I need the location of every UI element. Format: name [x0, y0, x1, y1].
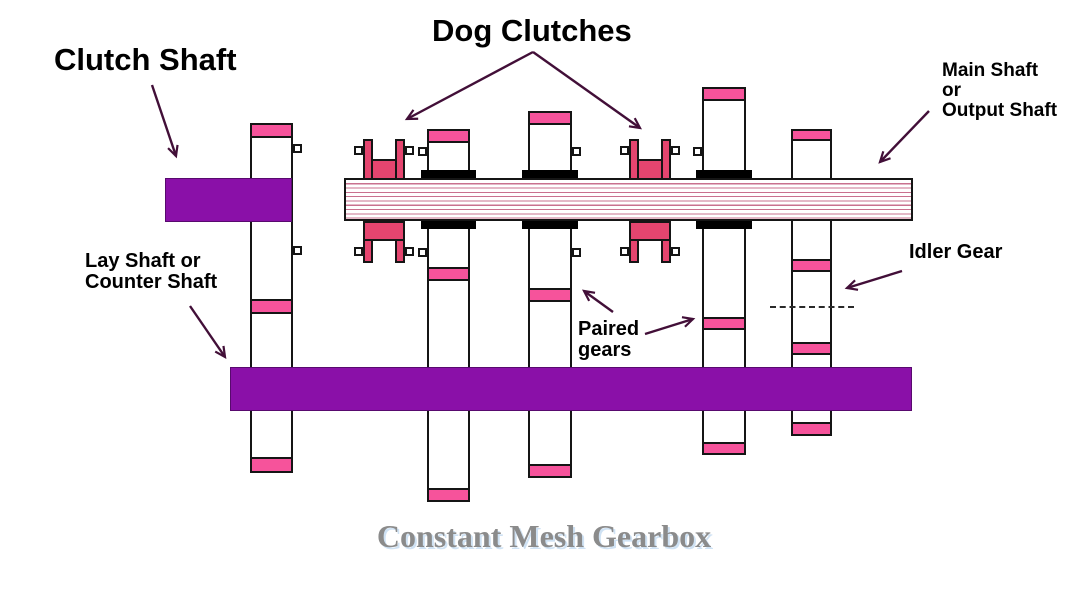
idler-gear-bottom-band	[791, 422, 832, 436]
paired-gears-left-arrow	[582, 289, 614, 313]
idler-gear-arrow	[844, 269, 903, 291]
gear-2-upper-tab	[418, 147, 427, 156]
dog-clutch-2-upper-left-tab	[620, 146, 629, 155]
idler-gear-label: Idler Gear	[909, 241, 1003, 263]
dog-clutch-2-lower-left-tab	[620, 247, 629, 256]
dog-clutch-2-lower-right-tab	[671, 247, 680, 256]
gear-3-bottom-band	[528, 464, 572, 478]
lay-shaft-label-line1: Lay Shaft or	[85, 250, 201, 272]
paired-gears-label: Paired gears	[578, 319, 639, 361]
main-shaft-arrow	[878, 110, 930, 164]
clutch-shaft	[165, 178, 292, 222]
dog-clutch-1-upper-right-tab	[405, 146, 414, 155]
paired-gears-label-line2: gears	[578, 339, 632, 361]
gear-4-top-band	[702, 87, 746, 101]
gear-1-lower-tab	[293, 246, 302, 255]
dog-clutch-1-lower-right-tab	[405, 247, 414, 256]
dog-clutch-2-upper-right-tab	[671, 146, 680, 155]
gear-1-mid-band	[250, 299, 293, 314]
dog-clutch-1-lower-right-arm	[395, 239, 405, 263]
gear-1-bottom-band	[250, 457, 293, 473]
dog-clutch-2-upper-right-arm	[661, 139, 671, 180]
main-shaft-label-line3: Output Shaft	[942, 100, 1058, 121]
dog-clutch-1-upper-left-tab	[354, 146, 363, 155]
dog-clutches-label: Dog Clutches	[432, 13, 632, 48]
main-output-shaft	[344, 178, 913, 221]
gear-4-bottom-band	[702, 442, 746, 455]
gear-2-bottom-band	[427, 488, 470, 502]
diagram-title: Constant Mesh Gearbox	[376, 518, 712, 554]
dog-clutch-2-lower-right-arm	[661, 239, 671, 263]
gear-4-upper-hub-band	[696, 170, 752, 178]
gear-1-upper-tab	[293, 144, 302, 153]
paired-gears-right-arrow	[644, 316, 696, 336]
dog-clutches-left-arrow	[404, 50, 534, 121]
lay-shaft-arrow	[189, 305, 227, 360]
gear-4-upper-tab	[693, 147, 702, 156]
dog-clutch-2-lower-body	[629, 221, 671, 241]
idler-axis-dashed-line	[770, 306, 854, 308]
gear-4-mid-band	[702, 317, 746, 330]
gear-4-lower-hub-band	[696, 221, 752, 229]
main-shaft-label-line2: or	[942, 80, 961, 101]
dog-clutch-1-upper-right-arm	[395, 139, 405, 180]
lay-counter-shaft	[230, 367, 912, 411]
idler-gear-lower-band	[791, 342, 832, 355]
gear-2-upper-hub-band	[421, 170, 476, 178]
idler-gear-top-band	[791, 129, 832, 141]
gear-2-top-band	[427, 129, 470, 143]
gear-1-top-band	[250, 123, 293, 138]
dog-clutch-1-lower-left-tab	[354, 247, 363, 256]
idler-gear-upper-band	[791, 259, 832, 272]
clutch-shaft-arrow	[150, 84, 179, 159]
gear-3-upper-hub-band	[522, 170, 578, 178]
gear-3-top-band	[528, 111, 572, 125]
gear-3-lower-hub-band	[522, 221, 578, 229]
dog-clutch-1-upper-left-arm	[363, 139, 373, 180]
gear-3-upper-tab	[572, 147, 581, 156]
gear-2-lower-tab	[418, 248, 427, 257]
lay-shaft-label-line2: Counter Shaft	[85, 271, 218, 293]
gear-2-mid-band	[427, 267, 470, 281]
dog-clutch-2-lower-left-arm	[629, 239, 639, 263]
dog-clutch-1-lower-left-arm	[363, 239, 373, 263]
lay-shaft-label: Lay Shaft or Counter Shaft	[85, 251, 217, 293]
gear-3-lower-tab	[572, 248, 581, 257]
main-shaft-label: Main Shaft or Output Shaft	[942, 61, 1057, 121]
gear-2-lower-hub-band	[421, 221, 476, 229]
dog-clutch-1-lower-body	[363, 221, 405, 241]
paired-gears-label-line1: Paired	[578, 318, 640, 340]
dog-clutch-2-upper-left-arm	[629, 139, 639, 180]
main-shaft-label-line1: Main Shaft	[942, 60, 1039, 81]
gear-3-mid-band	[528, 288, 572, 302]
clutch-shaft-label: Clutch Shaft	[54, 42, 237, 77]
